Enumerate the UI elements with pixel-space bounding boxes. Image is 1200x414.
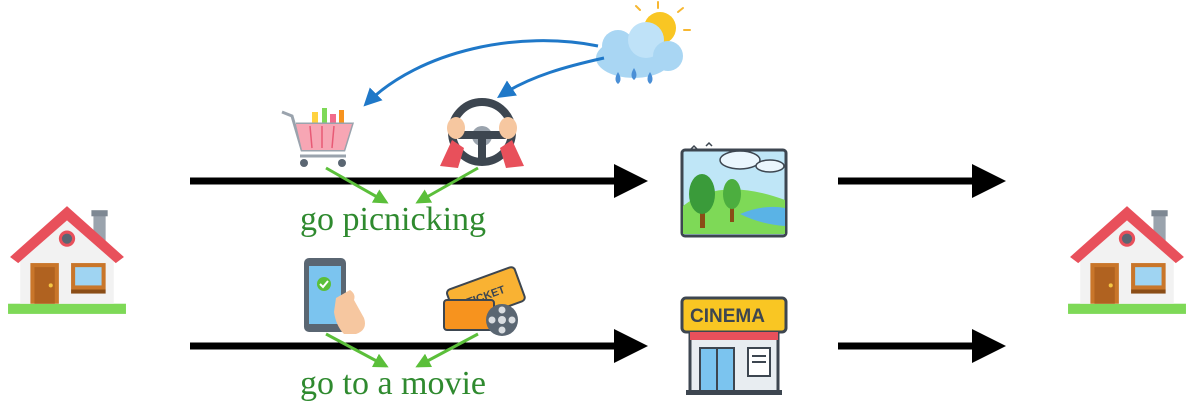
cinema-sign-text: CINEMA [690, 306, 765, 327]
weather-to-cart-arrow [363, 39, 599, 107]
phone-connector [325, 332, 389, 368]
ticket-connector [415, 332, 479, 368]
movie-arrowhead [614, 329, 648, 363]
main-arrows [190, 164, 1006, 363]
steering-wheel-icon [440, 98, 524, 168]
movie-return-arrowhead [972, 329, 1006, 363]
ticket-film-icon: TICKET [443, 266, 526, 336]
landscape-icon [680, 141, 788, 238]
shopping-cart-icon [281, 108, 355, 167]
picnic-return-arrowhead [972, 164, 1006, 198]
end-house-icon [1068, 206, 1186, 314]
cinema-icon: CINEMA [680, 296, 788, 395]
start-house-icon [8, 206, 126, 314]
picnic-label: go picnicking [300, 201, 486, 238]
picnic-arrowhead [614, 164, 648, 198]
sun-cloud-rain-icon [596, 1, 691, 84]
weather-to-driving-arrow [497, 56, 605, 98]
cart-connector [325, 166, 389, 204]
movie-label: go to a movie [300, 365, 486, 402]
phone-tap-icon [304, 258, 365, 334]
wheel-connector [415, 166, 479, 204]
